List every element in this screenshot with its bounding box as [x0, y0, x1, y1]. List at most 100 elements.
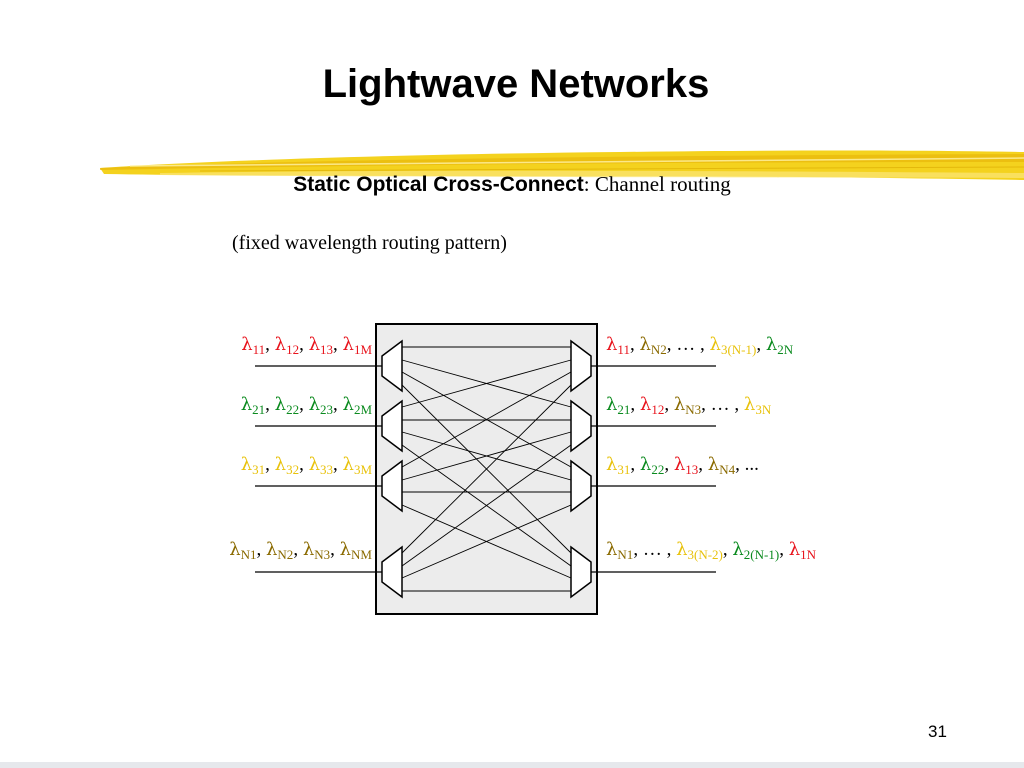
- demultiplexer-4: [381, 545, 403, 599]
- ellipsis: … ,: [676, 334, 710, 355]
- lambda-symbol: λ: [788, 539, 801, 560]
- lambda-symbol: λ: [639, 334, 651, 355]
- lambda-symbol: λ: [639, 394, 652, 415]
- separator: ,: [333, 334, 343, 355]
- separator: ,: [630, 394, 640, 415]
- lambda-term: λN1: [229, 539, 257, 562]
- demultiplexer-1: [381, 339, 403, 393]
- lambda-subscript: 33: [320, 462, 334, 477]
- lambda-subscript: 3M: [353, 462, 372, 477]
- lambda-subscript: N3: [685, 402, 702, 417]
- lambda-term: λ2(N-1): [732, 539, 779, 561]
- lambda-symbol: λ: [765, 334, 778, 355]
- lambda-subscript: 22: [651, 462, 665, 477]
- lambda-symbol: λ: [274, 394, 287, 415]
- separator: ,: [333, 394, 343, 415]
- lambda-term: λ13: [308, 334, 333, 356]
- input-label-4: λN1, λN2, λN3, λNM: [229, 538, 372, 562]
- slide-subtitle: Static Optical Cross-Connect: Channel ro…: [0, 172, 1024, 197]
- separator: ,: [664, 394, 674, 415]
- lambda-term: λN1: [606, 539, 634, 562]
- lambda-term: λ3(N-1): [710, 334, 757, 357]
- lambda-subscript: 3(N-2): [687, 547, 723, 562]
- lambda-subscript: 31: [252, 462, 266, 477]
- lambda-subscript: 3N: [755, 402, 772, 417]
- input-label-2: λ21, λ22, λ23, λ2M: [241, 393, 372, 417]
- separator: ,: [265, 454, 275, 475]
- lambda-subscript: 12: [651, 402, 665, 417]
- lambda-term: λ2M: [343, 394, 372, 416]
- lambda-symbol: λ: [606, 394, 618, 415]
- lambda-subscript: N1: [240, 547, 257, 562]
- slide-title: Lightwave Networks: [322, 62, 710, 106]
- separator: ,: [722, 539, 733, 560]
- multiplexer-3: [570, 459, 592, 513]
- lambda-symbol: λ: [241, 334, 253, 355]
- lambda-subscript: 1M: [353, 342, 372, 357]
- lambda-symbol: λ: [240, 394, 253, 415]
- lambda-term: λN3: [303, 539, 330, 561]
- lambda-symbol: λ: [743, 394, 756, 415]
- input-label-1: λ11, λ12, λ13, λ1M: [241, 333, 372, 357]
- lambda-term: λ31: [241, 454, 266, 477]
- lambda-subscript: N1: [617, 547, 634, 562]
- lambda-term: λ2N: [765, 334, 793, 356]
- lambda-term: λ21: [606, 394, 630, 416]
- connection-line: [401, 504, 572, 579]
- lambda-subscript: 3(N-1): [720, 342, 757, 357]
- page-number: 31: [928, 722, 947, 741]
- highlighter-stroke: [100, 150, 1024, 180]
- lambda-subscript: NM: [351, 547, 372, 562]
- lambda-symbol: λ: [673, 454, 686, 475]
- separator: ,: [299, 454, 309, 475]
- lambda-symbol: λ: [707, 454, 720, 475]
- separator: ,: [630, 454, 640, 475]
- lambda-term: λ12: [639, 394, 665, 417]
- lambda-term: λ12: [275, 334, 299, 356]
- lambda-term: λ3M: [343, 454, 372, 477]
- output-label-4: λN1, … , λ3(N-2), λ2(N-1), λ1N: [606, 538, 816, 562]
- lambda-symbol: λ: [606, 334, 618, 355]
- lambda-symbol: λ: [229, 539, 241, 560]
- output-label-1: λ11, λN2, … , λ3(N-1), λ2N: [606, 333, 793, 357]
- lambda-subscript: 11: [617, 342, 630, 357]
- lambda-term: λ23: [309, 394, 334, 417]
- multiplexer-2: [570, 399, 592, 453]
- separator: ,: [779, 539, 789, 560]
- lambda-symbol: λ: [676, 539, 688, 560]
- lambda-term: λ32: [275, 454, 299, 476]
- lambda-term: λNM: [340, 539, 372, 562]
- lambda-term: λ3N: [743, 394, 772, 417]
- lambda-term: λ1M: [343, 334, 372, 357]
- lambda-term: λ21: [240, 394, 266, 417]
- lambda-term: λ22: [640, 454, 665, 477]
- lambda-subscript: 11: [252, 342, 266, 357]
- separator: ,: [265, 394, 275, 415]
- separator: ,: [664, 454, 674, 475]
- output-label-2: λ21, λ12, λN3, … , λ3N: [606, 393, 771, 417]
- connection-line: [401, 431, 572, 481]
- lambda-symbol: λ: [308, 454, 321, 475]
- lambda-subscript: N2: [277, 547, 294, 562]
- separator: ,: [735, 454, 745, 475]
- separator: ,: [629, 334, 640, 355]
- lambda-subscript: 1N: [800, 547, 816, 562]
- separator: ,: [330, 539, 340, 560]
- lambda-subscript: 13: [685, 462, 699, 477]
- separator: ,: [299, 394, 309, 415]
- lambda-subscript: 21: [252, 402, 266, 417]
- lambda-term: λ13: [673, 454, 699, 477]
- lambda-term: λ3(N-2): [676, 539, 723, 562]
- demultiplexer-3: [381, 459, 403, 513]
- trailing-ellipsis: ...: [744, 454, 759, 475]
- lambda-subscript: 23: [320, 402, 334, 417]
- lambda-subscript: 22: [286, 402, 300, 417]
- input-label-3: λ31, λ32, λ33, λ3M: [241, 453, 372, 477]
- connection-line: [401, 384, 572, 554]
- lambda-symbol: λ: [606, 539, 618, 560]
- separator: ,: [756, 334, 766, 355]
- separator: ,: [256, 539, 266, 560]
- lambda-symbol: λ: [308, 334, 321, 355]
- connection-line: [401, 444, 572, 567]
